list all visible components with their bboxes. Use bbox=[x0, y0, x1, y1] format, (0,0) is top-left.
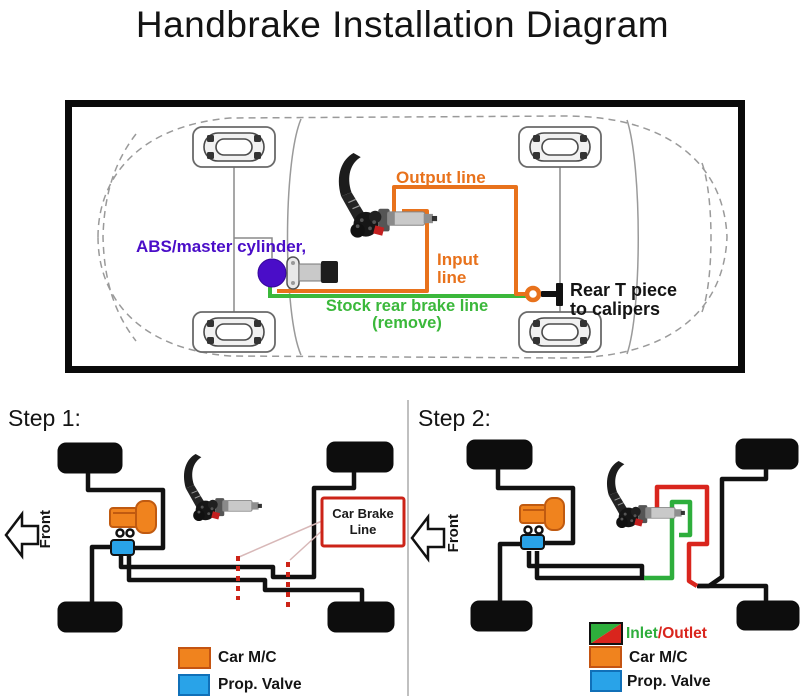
car-brake-line-box bbox=[320, 496, 406, 548]
page-title: Handbrake Installation Diagram bbox=[135, 4, 670, 45]
wheel bbox=[470, 600, 533, 632]
wheel bbox=[57, 601, 123, 633]
legend-label-car-mc: Car M/C bbox=[629, 649, 688, 666]
front-label-step2: Front bbox=[445, 514, 462, 553]
legend-label-car-mc: Car M/C bbox=[218, 649, 277, 666]
car-mc-shape bbox=[109, 500, 157, 538]
prop-valve-shape bbox=[520, 534, 545, 550]
car-outline bbox=[97, 115, 728, 359]
wheel bbox=[736, 600, 800, 631]
stock-line-label: Stock rear brake line (remove) bbox=[325, 297, 489, 332]
step1-diagram bbox=[4, 441, 406, 696]
step2-heading: Step 2: bbox=[418, 405, 491, 431]
input-line bbox=[277, 209, 429, 293]
output-line bbox=[392, 185, 526, 296]
wheel bbox=[326, 441, 394, 473]
rear-t-piece-label: Rear T piece to calipers bbox=[570, 280, 678, 319]
wheel-front-right bbox=[192, 311, 276, 353]
legend-swatch-inlet-outlet bbox=[589, 622, 623, 645]
cut-marks bbox=[236, 556, 290, 612]
front-arrow-icon bbox=[4, 510, 40, 560]
top-diagram bbox=[65, 100, 745, 373]
legend-swatch-prop-valve bbox=[590, 670, 622, 692]
master-cylinder-icon bbox=[286, 256, 338, 290]
car-mc-shape bbox=[519, 497, 565, 535]
wheel bbox=[466, 439, 533, 470]
legend-label-prop-valve: Prop. Valve bbox=[627, 673, 711, 690]
car-brake-line-label: Car Brake Line bbox=[332, 506, 394, 537]
step2-diagram bbox=[407, 400, 800, 696]
legend-swatch-car-mc bbox=[178, 647, 211, 669]
diagram-frame bbox=[65, 100, 745, 373]
wheel bbox=[735, 438, 799, 470]
outlet-line bbox=[654, 484, 710, 588]
pointer-lines bbox=[238, 520, 326, 561]
input-line-label: Input line bbox=[437, 250, 479, 287]
abs-master-cylinder-label: ABS/master cylinder, bbox=[136, 237, 307, 256]
wheel bbox=[327, 601, 395, 633]
abs-unit-dot bbox=[257, 258, 287, 288]
front-label-step1: Front bbox=[37, 510, 54, 549]
output-line-label: Output line bbox=[396, 168, 486, 187]
windshield-line bbox=[286, 118, 302, 356]
prop-valve-shape bbox=[110, 539, 135, 556]
inlet-line bbox=[644, 499, 693, 581]
rear-t-piece bbox=[541, 283, 563, 306]
line-junction-ring bbox=[524, 285, 542, 303]
legend-label-prop-valve: Prop. Valve bbox=[218, 676, 302, 693]
stock-rear-brake-line bbox=[268, 285, 527, 298]
handbrake-icon bbox=[606, 460, 686, 529]
step1-heading: Step 1: bbox=[8, 405, 81, 431]
brake-lines bbox=[85, 472, 365, 602]
wheel-rear-left bbox=[518, 126, 602, 168]
wheel bbox=[57, 442, 123, 474]
legend-swatch-prop-valve bbox=[178, 674, 210, 696]
front-arrow-icon bbox=[410, 513, 446, 563]
wheel-front-left bbox=[192, 126, 276, 168]
rear-window-line bbox=[626, 119, 639, 355]
handbrake-icon bbox=[183, 453, 263, 522]
legend-label-inlet-outlet: Inlet/Outlet bbox=[626, 625, 707, 642]
legend-swatch-car-mc bbox=[589, 646, 622, 668]
brake-lines bbox=[495, 469, 769, 601]
